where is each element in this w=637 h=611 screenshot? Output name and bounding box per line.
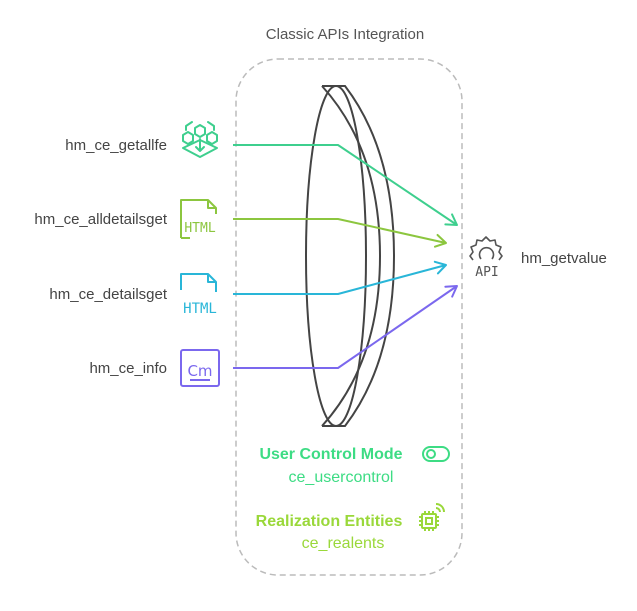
- source-label-getallfe: hm_ce_getallfe: [65, 137, 167, 154]
- toggle-icon: [422, 446, 450, 462]
- connector-getallfe: [233, 144, 458, 226]
- cm-box-icon: Cm: [180, 349, 220, 387]
- svg-text:HTML: HTML: [184, 221, 215, 236]
- arrowhead-info: [444, 285, 458, 298]
- svg-text:Cm: Cm: [187, 362, 212, 380]
- source-label-detailsget: hm_ce_detailsget: [49, 286, 167, 303]
- source-label-alldetailsget: hm_ce_alldetailsget: [34, 211, 167, 228]
- lens-shape: [305, 85, 396, 427]
- lens-rim-outer: [322, 85, 396, 427]
- connector-detailsget: [233, 264, 447, 295]
- connector-info: [233, 285, 458, 369]
- svg-text:API: API: [475, 265, 498, 280]
- lens-face: [305, 85, 367, 427]
- connector-alldetailsget: [233, 218, 447, 244]
- html-file-icon-blue: HTML: [180, 273, 217, 317]
- diagram-title: Classic APIs Integration: [266, 26, 424, 43]
- lens-rim-middle: [321, 85, 382, 427]
- chip-wireless-icon: [419, 503, 445, 531]
- group-title-realization: Realization Entities: [256, 513, 403, 530]
- hexagon-network-download-icon: [182, 121, 218, 158]
- source-label-info: hm_ce_info: [89, 360, 167, 377]
- gear-api-icon: API: [469, 236, 503, 280]
- arrowhead-getallfe: [444, 213, 458, 226]
- html-file-icon: HTML: [180, 199, 217, 239]
- group-subtitle-realization: ce_realents: [302, 535, 385, 552]
- group-subtitle-user-control: ce_usercontrol: [289, 469, 394, 486]
- svg-text:HTML: HTML: [183, 301, 217, 317]
- arrowhead-detailsget: [433, 260, 447, 275]
- target-label: hm_getvalue: [521, 250, 607, 267]
- connectors: [233, 144, 458, 369]
- group-title-user-control: User Control Mode: [259, 446, 402, 463]
- arrowhead-alldetailsget: [433, 233, 447, 248]
- integration-container: [235, 58, 463, 576]
